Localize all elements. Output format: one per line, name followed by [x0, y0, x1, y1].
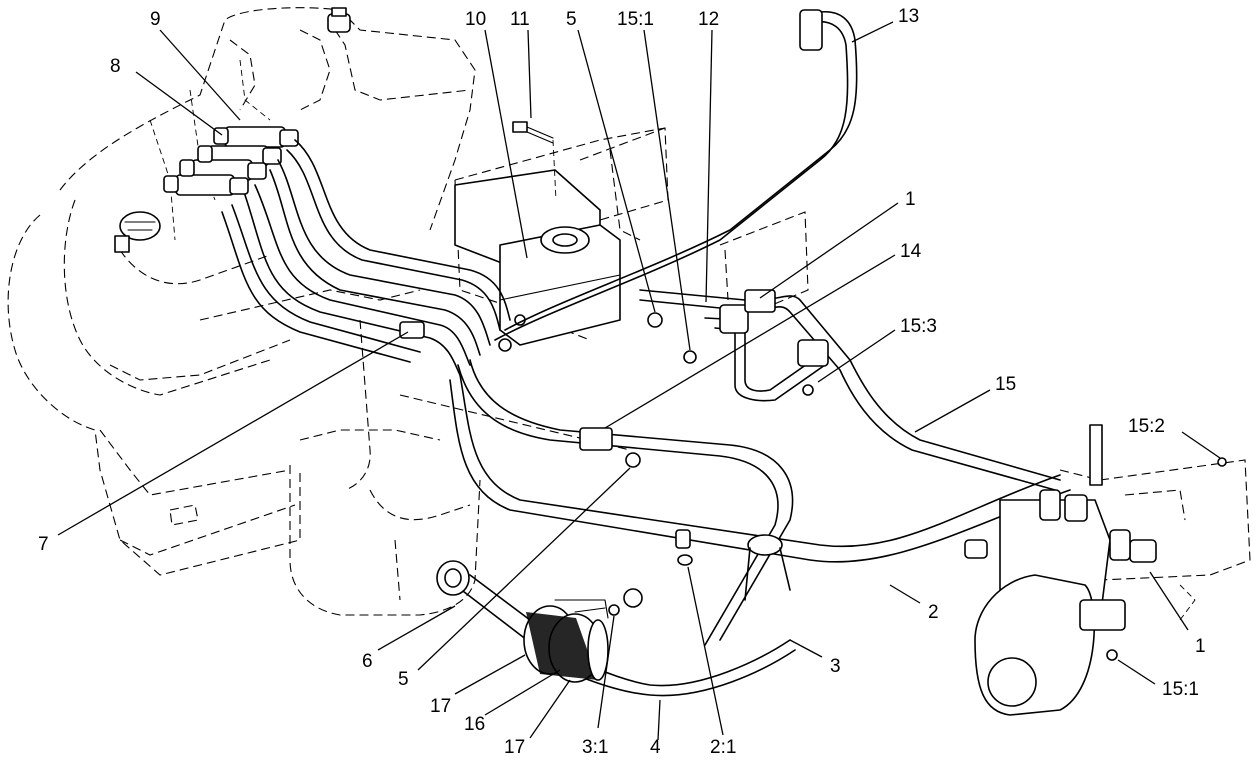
- callout-8: 8: [110, 56, 121, 77]
- callout-labels: 9 8 10 11 5 15:1 12 13 1 14 15:3 15 15:2…: [38, 6, 1206, 758]
- callout-15-1-bottom: 15:1: [1162, 679, 1199, 700]
- callout-4: 4: [650, 737, 661, 758]
- callout-17-lower: 17: [504, 737, 525, 758]
- callout-16: 16: [464, 714, 485, 735]
- callout-10: 10: [465, 9, 486, 30]
- tube-bundle: [221, 11, 1071, 697]
- callout-1-bottom: 1: [1195, 636, 1206, 657]
- callout-5-bottom: 5: [398, 669, 409, 690]
- callout-2-1: 2:1: [710, 737, 736, 758]
- callout-1-top: 1: [905, 189, 916, 210]
- callout-3: 3: [830, 656, 841, 677]
- callout-13: 13: [898, 6, 919, 27]
- leader-lines: [57, 21, 1221, 741]
- callout-15-1-top: 15:1: [617, 9, 654, 30]
- callout-15: 15: [995, 374, 1016, 395]
- suction-hose-and-filter: [436, 529, 791, 683]
- tank-cap-top: [327, 7, 351, 33]
- callout-17-upper: 17: [430, 696, 451, 717]
- callout-3-1: 3:1: [582, 737, 608, 758]
- small-fittings: [399, 9, 1227, 661]
- callout-12: 12: [698, 9, 719, 30]
- callout-6: 6: [362, 651, 373, 672]
- hose-fittings: [163, 126, 299, 196]
- callout-9: 9: [150, 9, 161, 30]
- bolt: [512, 121, 557, 201]
- callout-14: 14: [900, 241, 922, 262]
- callout-5-top: 5: [566, 9, 577, 30]
- callout-2: 2: [928, 602, 939, 623]
- callout-15-2: 15:2: [1128, 416, 1165, 437]
- callout-15-3: 15:3: [900, 316, 937, 337]
- callout-11: 11: [510, 9, 530, 30]
- fuel-cap: [114, 211, 161, 253]
- hydraulic-pump: [964, 424, 1157, 716]
- valve-bracket: [454, 169, 621, 352]
- callout-7: 7: [38, 534, 49, 555]
